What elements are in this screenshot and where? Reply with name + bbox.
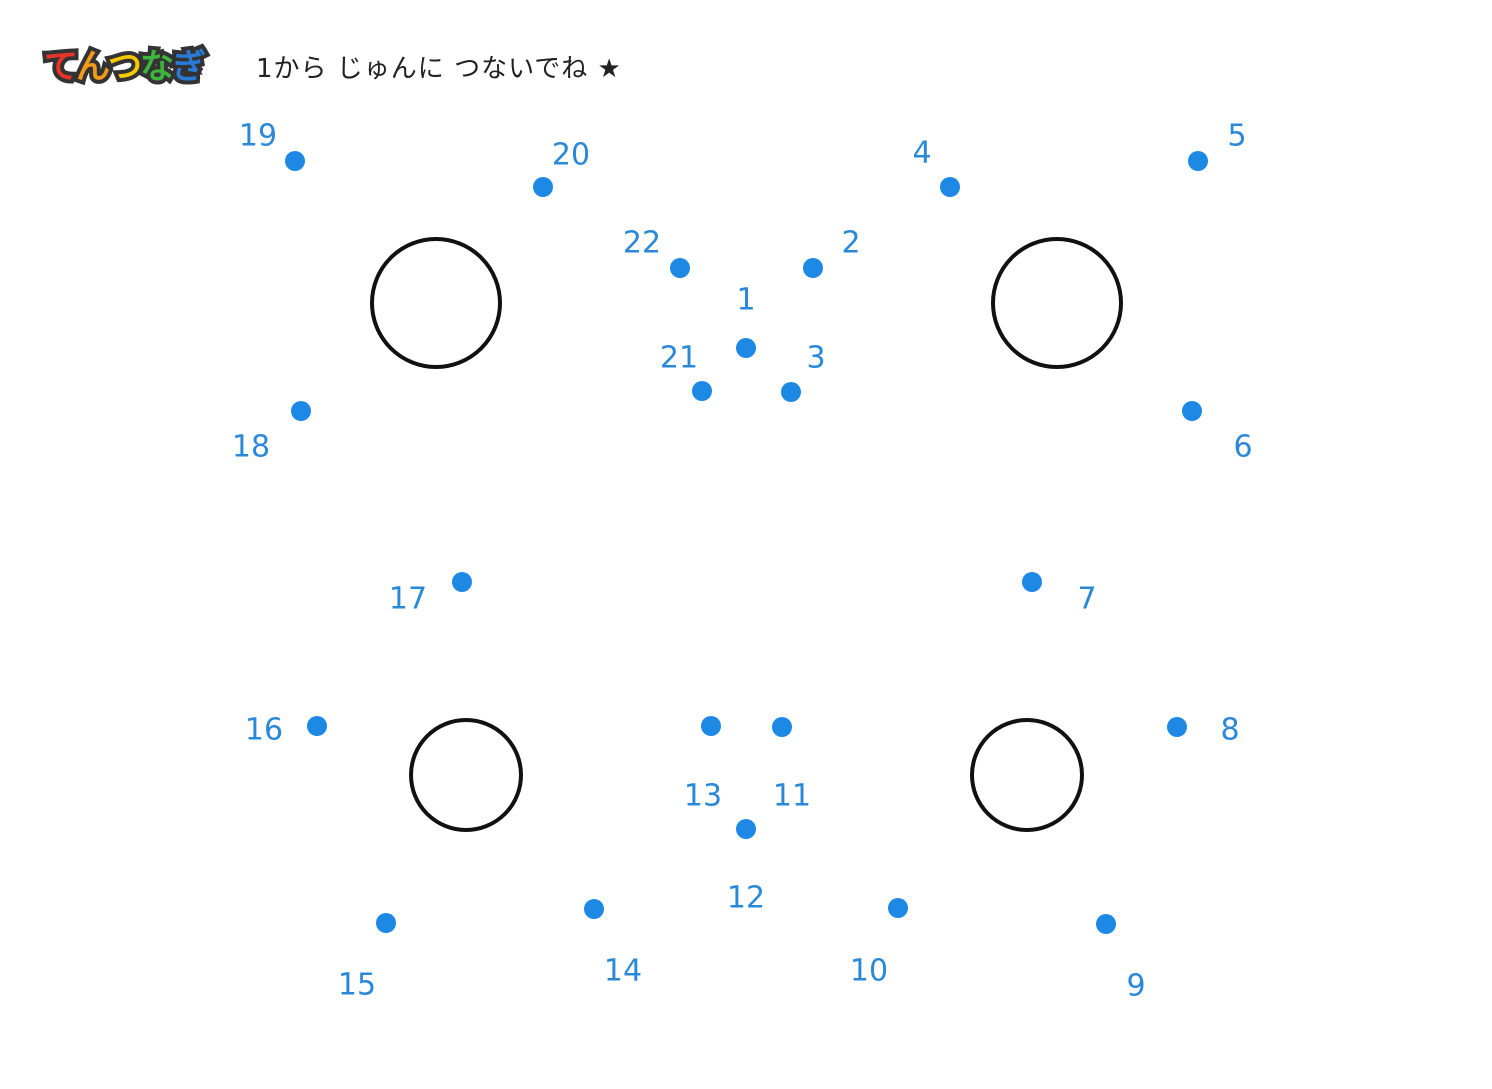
lower-left-circle (409, 718, 523, 832)
dot-16[interactable] (307, 716, 327, 736)
dot-number-18: 18 (232, 430, 270, 465)
dot-12[interactable] (736, 819, 756, 839)
dot-number-4: 4 (912, 136, 931, 171)
logo-char: ん (76, 47, 110, 87)
logo-char: つ (108, 47, 142, 87)
dot-number-7: 7 (1077, 582, 1096, 617)
header: てんつなぎ てんつなぎ (40, 43, 224, 91)
dot-8[interactable] (1167, 717, 1187, 737)
dot-number-20: 20 (552, 138, 590, 173)
dot-15[interactable] (376, 913, 396, 933)
dot-number-11: 11 (773, 779, 811, 814)
dot-21[interactable] (692, 381, 712, 401)
dot-7[interactable] (1022, 572, 1042, 592)
dot-9[interactable] (1096, 914, 1116, 934)
instruction-text: 1から じゅんに つないでね ★ (256, 54, 622, 84)
dot-number-1: 1 (736, 283, 755, 318)
dot-2[interactable] (803, 258, 823, 278)
logo-char: て (44, 47, 78, 87)
dot-14[interactable] (584, 899, 604, 919)
dot-1[interactable] (736, 338, 756, 358)
logo-outline: てんつなぎ (40, 43, 210, 91)
dot-number-2: 2 (841, 226, 860, 261)
dot-number-16: 16 (245, 713, 283, 748)
dot-number-21: 21 (660, 341, 698, 376)
dot-number-6: 6 (1233, 430, 1252, 465)
dot-number-19: 19 (239, 119, 277, 154)
dot-6[interactable] (1182, 401, 1202, 421)
dot-number-14: 14 (604, 954, 642, 989)
dot-number-5: 5 (1227, 119, 1246, 154)
lower-right-circle (970, 718, 1084, 832)
tentsunagi-logo: てんつなぎ てんつなぎ (40, 43, 224, 91)
dot-13[interactable] (701, 716, 721, 736)
dot-19[interactable] (285, 151, 305, 171)
logo-char: ぎ (172, 47, 206, 87)
dot-number-9: 9 (1126, 969, 1145, 1004)
dot-10[interactable] (888, 898, 908, 918)
upper-right-circle (991, 237, 1123, 369)
dot-18[interactable] (291, 401, 311, 421)
dot-number-17: 17 (389, 582, 427, 617)
dot-20[interactable] (533, 177, 553, 197)
dot-number-10: 10 (850, 954, 888, 989)
dot-17[interactable] (452, 572, 472, 592)
dot-number-12: 12 (727, 881, 765, 916)
upper-left-circle (370, 237, 502, 369)
dot-number-15: 15 (338, 968, 376, 1003)
dot-number-13: 13 (684, 779, 722, 814)
dot-3[interactable] (781, 382, 801, 402)
dot-11[interactable] (772, 717, 792, 737)
dot-number-22: 22 (623, 226, 661, 261)
logo-char: な (140, 47, 174, 87)
wing-circles (370, 237, 1123, 832)
dot-4[interactable] (940, 177, 960, 197)
dot-number-8: 8 (1220, 713, 1239, 748)
logo-fill: てんつなぎ (44, 44, 206, 90)
dot-5[interactable] (1188, 151, 1208, 171)
dot-number-3: 3 (806, 341, 825, 376)
dot-22[interactable] (670, 258, 690, 278)
